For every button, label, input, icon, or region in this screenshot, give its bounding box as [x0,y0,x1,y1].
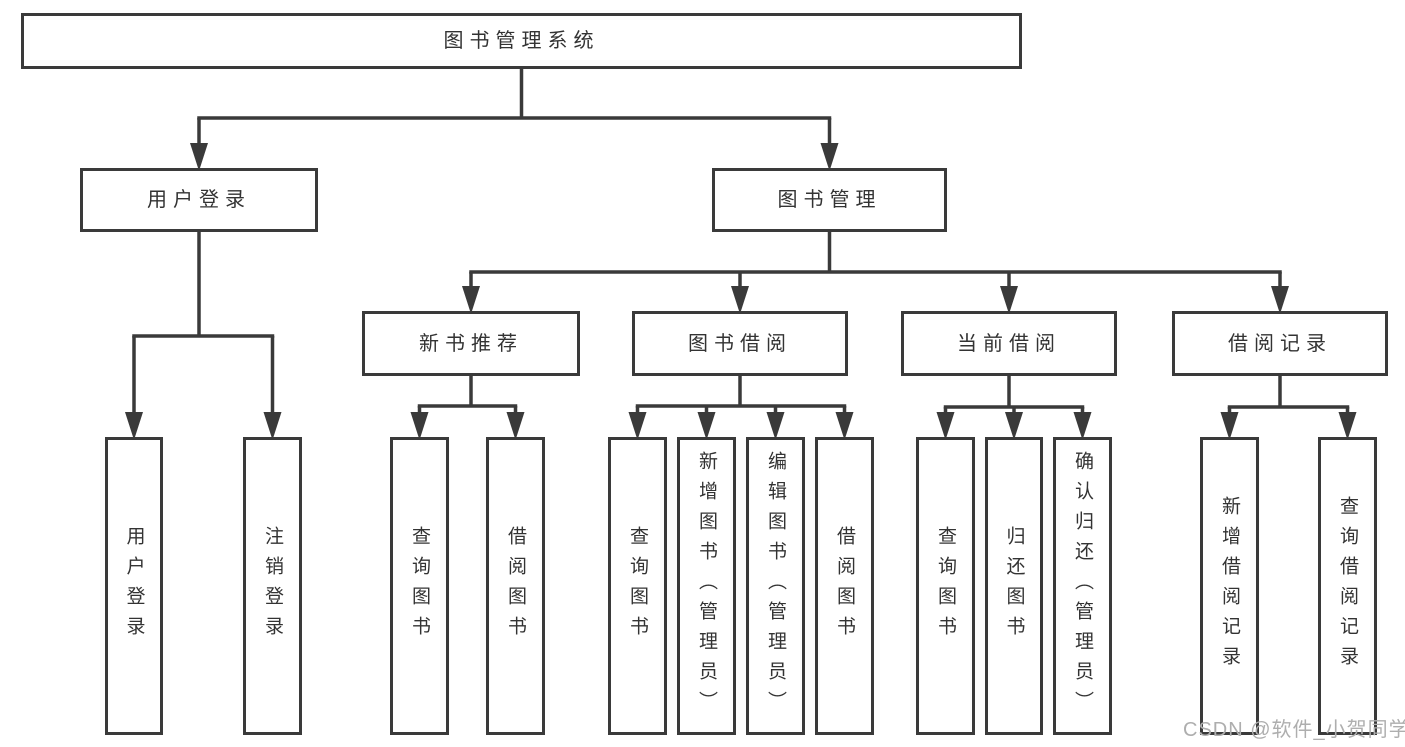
node-label: 查询图书 [409,526,430,646]
node-label: 查询借阅记录 [1337,496,1358,676]
node-label: 归还图书 [1003,526,1025,646]
diagram-node-v-bor-add: 新增图书（管理员） [677,437,736,735]
diagram-node-new-book-rec: 新书推荐 [362,311,580,376]
diagram-node-user-login: 用户登录 [80,168,318,232]
node-label: 查询图书 [627,526,648,646]
diagram-node-v-logout: 注销登录 [243,437,302,735]
node-label: 当前借阅 [957,332,1061,355]
diagram-node-v-cur-query: 查询图书 [916,437,975,735]
diagram-node-v-rec-query: 查询图书 [390,437,449,735]
node-label: 图书管理系统 [443,30,600,52]
diagram-node-v-rec-borrow: 借阅图书 [486,437,545,735]
node-label: 新增借阅记录 [1219,496,1240,676]
diagram-node-cur-borrow: 当前借阅 [901,311,1117,376]
diagram-node-v-bor-edit: 编辑图书（管理员） [746,437,805,735]
diagram-node-v-login: 用户登录 [105,437,163,735]
diagram-node-book-borrow: 图书借阅 [632,311,848,376]
diagram-node-v-cur-return: 归还图书 [985,437,1043,735]
diagram-node-sys: 图书管理系统 [21,13,1022,69]
node-label: 借阅记录 [1228,332,1332,355]
node-label: 借阅图书 [505,526,526,646]
node-label: 确认归还（管理员） [1072,451,1093,721]
diagram-node-v-bor-query: 查询图书 [608,437,667,735]
node-label: 用户登录 [123,526,145,646]
diagram-node-v-log-add: 新增借阅记录 [1200,437,1259,735]
diagram-node-v-log-query: 查询借阅记录 [1318,437,1377,735]
watermark-text: CSDN @软件_小贺同学 [1183,719,1405,741]
node-label: 用户登录 [147,189,251,211]
diagram-node-v-cur-confirm: 确认归还（管理员） [1053,437,1112,735]
node-label: 图书管理 [777,189,882,211]
node-label: 新增图书（管理员） [696,451,717,721]
node-label: 新书推荐 [419,332,523,355]
diagram-node-borrow-rec: 借阅记录 [1172,311,1388,376]
node-label: 查询图书 [935,526,956,646]
node-label: 借阅图书 [834,526,855,646]
diagram-node-book-mgmt: 图书管理 [712,168,947,232]
node-label: 编辑图书（管理员） [765,451,786,721]
node-label: 注销登录 [262,526,283,646]
node-label: 图书借阅 [688,332,792,355]
diagram-node-v-bor-borrow: 借阅图书 [815,437,874,735]
